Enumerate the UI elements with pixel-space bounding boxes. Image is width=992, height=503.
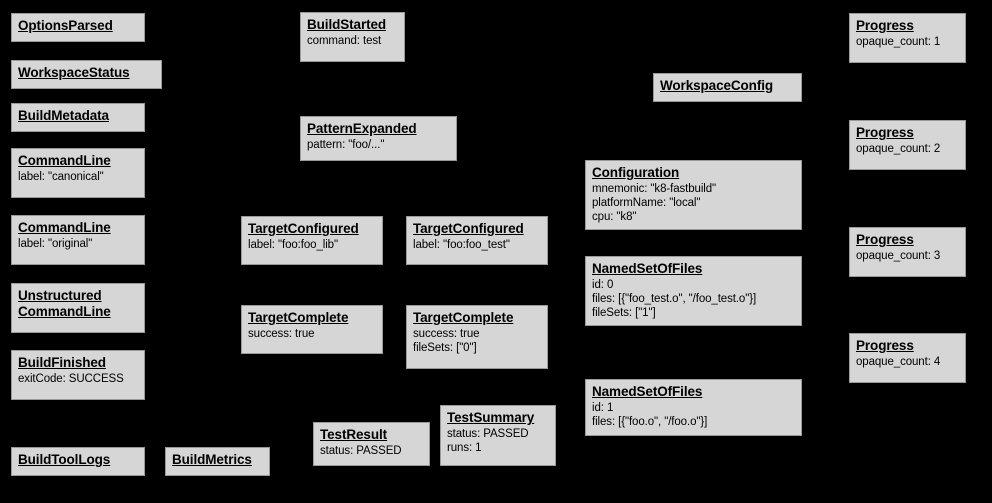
node-workspace-config[interactable]: WorkspaceConfig [653, 73, 802, 102]
node-title: Progress [856, 232, 914, 247]
node-build-metrics[interactable]: BuildMetrics [165, 447, 270, 476]
node-target-configured-foo-lib[interactable]: TargetConfigured label: "foo:foo_lib" [241, 216, 383, 265]
node-command-line-canonical[interactable]: CommandLine label: "canonical" [11, 148, 145, 198]
node-title: WorkspaceStatus [18, 65, 130, 80]
node-fields: mnemonic: "k8-fastbuild" platformName: "… [592, 183, 717, 223]
node-progress-1[interactable]: Progress opaque_count: 1 [849, 13, 966, 63]
node-named-set-of-files-0[interactable]: NamedSetOfFiles id: 0 files: [{"foo_test.… [585, 256, 802, 326]
node-title: TargetConfigured [248, 221, 359, 236]
node-workspace-status[interactable]: WorkspaceStatus [11, 60, 162, 89]
node-title: Unstructured CommandLine [18, 288, 111, 319]
node-options-parsed[interactable]: OptionsParsed [11, 13, 145, 42]
node-title: Progress [856, 338, 914, 353]
node-fields: id: 1 files: [{"foo.o", "/foo.o"}] [592, 402, 708, 428]
node-fields: success: true fileSets: ["0"] [413, 328, 480, 354]
node-test-summary[interactable]: TestSummary status: PASSED runs: 1 [440, 405, 556, 466]
node-fields: opaque_count: 2 [856, 143, 941, 155]
node-title: BuildMetadata [18, 108, 109, 123]
node-title: PatternExpanded [307, 121, 417, 136]
node-fields: pattern: "foo/..." [307, 139, 385, 151]
node-command-line-original[interactable]: CommandLine label: "original" [11, 215, 145, 265]
node-build-finished[interactable]: BuildFinished exitCode: SUCCESS [11, 350, 145, 400]
node-fields: status: PASSED [320, 445, 402, 457]
node-configuration[interactable]: Configuration mnemonic: "k8-fastbuild" pl… [585, 160, 802, 230]
node-pattern-expanded[interactable]: PatternExpanded pattern: "foo/..." [300, 116, 457, 161]
node-title: Progress [856, 125, 914, 140]
node-title: BuildStarted [307, 17, 387, 32]
node-target-complete-test[interactable]: TargetComplete success: true fileSets: ["… [406, 305, 548, 369]
node-build-metadata[interactable]: BuildMetadata [11, 103, 145, 132]
node-title: CommandLine [18, 220, 111, 235]
node-title: CommandLine [18, 153, 111, 168]
node-fields: label: "foo:foo_lib" [248, 239, 338, 251]
node-build-started[interactable]: BuildStarted command: test [300, 12, 405, 62]
node-fields: status: PASSED runs: 1 [447, 428, 529, 454]
node-title: TargetComplete [248, 310, 349, 325]
node-fields: label: "original" [18, 238, 93, 250]
node-fields: opaque_count: 4 [856, 356, 941, 368]
node-fields: exitCode: SUCCESS [18, 373, 124, 385]
node-title: BuildMetrics [172, 452, 252, 467]
node-fields: opaque_count: 3 [856, 250, 941, 262]
node-fields: label: "canonical" [18, 171, 104, 183]
node-title: Progress [856, 18, 914, 33]
node-title: NamedSetOfFiles [592, 261, 703, 276]
node-title: TargetConfigured [413, 221, 524, 236]
node-title: WorkspaceConfig [660, 78, 774, 93]
node-fields: id: 0 files: [{"foo_test.o", "/foo_test.… [592, 279, 757, 319]
node-progress-4[interactable]: Progress opaque_count: 4 [849, 333, 966, 383]
node-target-configured-foo-test[interactable]: TargetConfigured label: "foo:foo_test" [406, 216, 548, 265]
node-fields: command: test [307, 35, 382, 47]
node-title: NamedSetOfFiles [592, 384, 703, 399]
node-fields: opaque_count: 1 [856, 36, 941, 48]
node-title: TargetComplete [413, 310, 514, 325]
node-title: TestResult [320, 427, 388, 442]
node-target-complete-lib[interactable]: TargetComplete success: true [241, 305, 383, 354]
node-title: BuildFinished [18, 355, 106, 370]
node-progress-3[interactable]: Progress opaque_count: 3 [849, 227, 966, 277]
node-fields: label: "foo:foo_test" [413, 239, 510, 251]
node-unstructured-command-line[interactable]: Unstructured CommandLine [11, 283, 145, 333]
node-progress-2[interactable]: Progress opaque_count: 2 [849, 120, 966, 170]
node-title: TestSummary [447, 410, 535, 425]
node-title: OptionsParsed [18, 18, 113, 33]
node-named-set-of-files-1[interactable]: NamedSetOfFiles id: 1 files: [{"foo.o", "… [585, 379, 802, 436]
node-fields: success: true [248, 328, 315, 340]
node-build-tool-logs[interactable]: BuildToolLogs [11, 447, 145, 476]
node-test-result[interactable]: TestResult status: PASSED [313, 422, 430, 466]
node-title: Configuration [592, 165, 680, 180]
node-title: BuildToolLogs [18, 452, 111, 467]
